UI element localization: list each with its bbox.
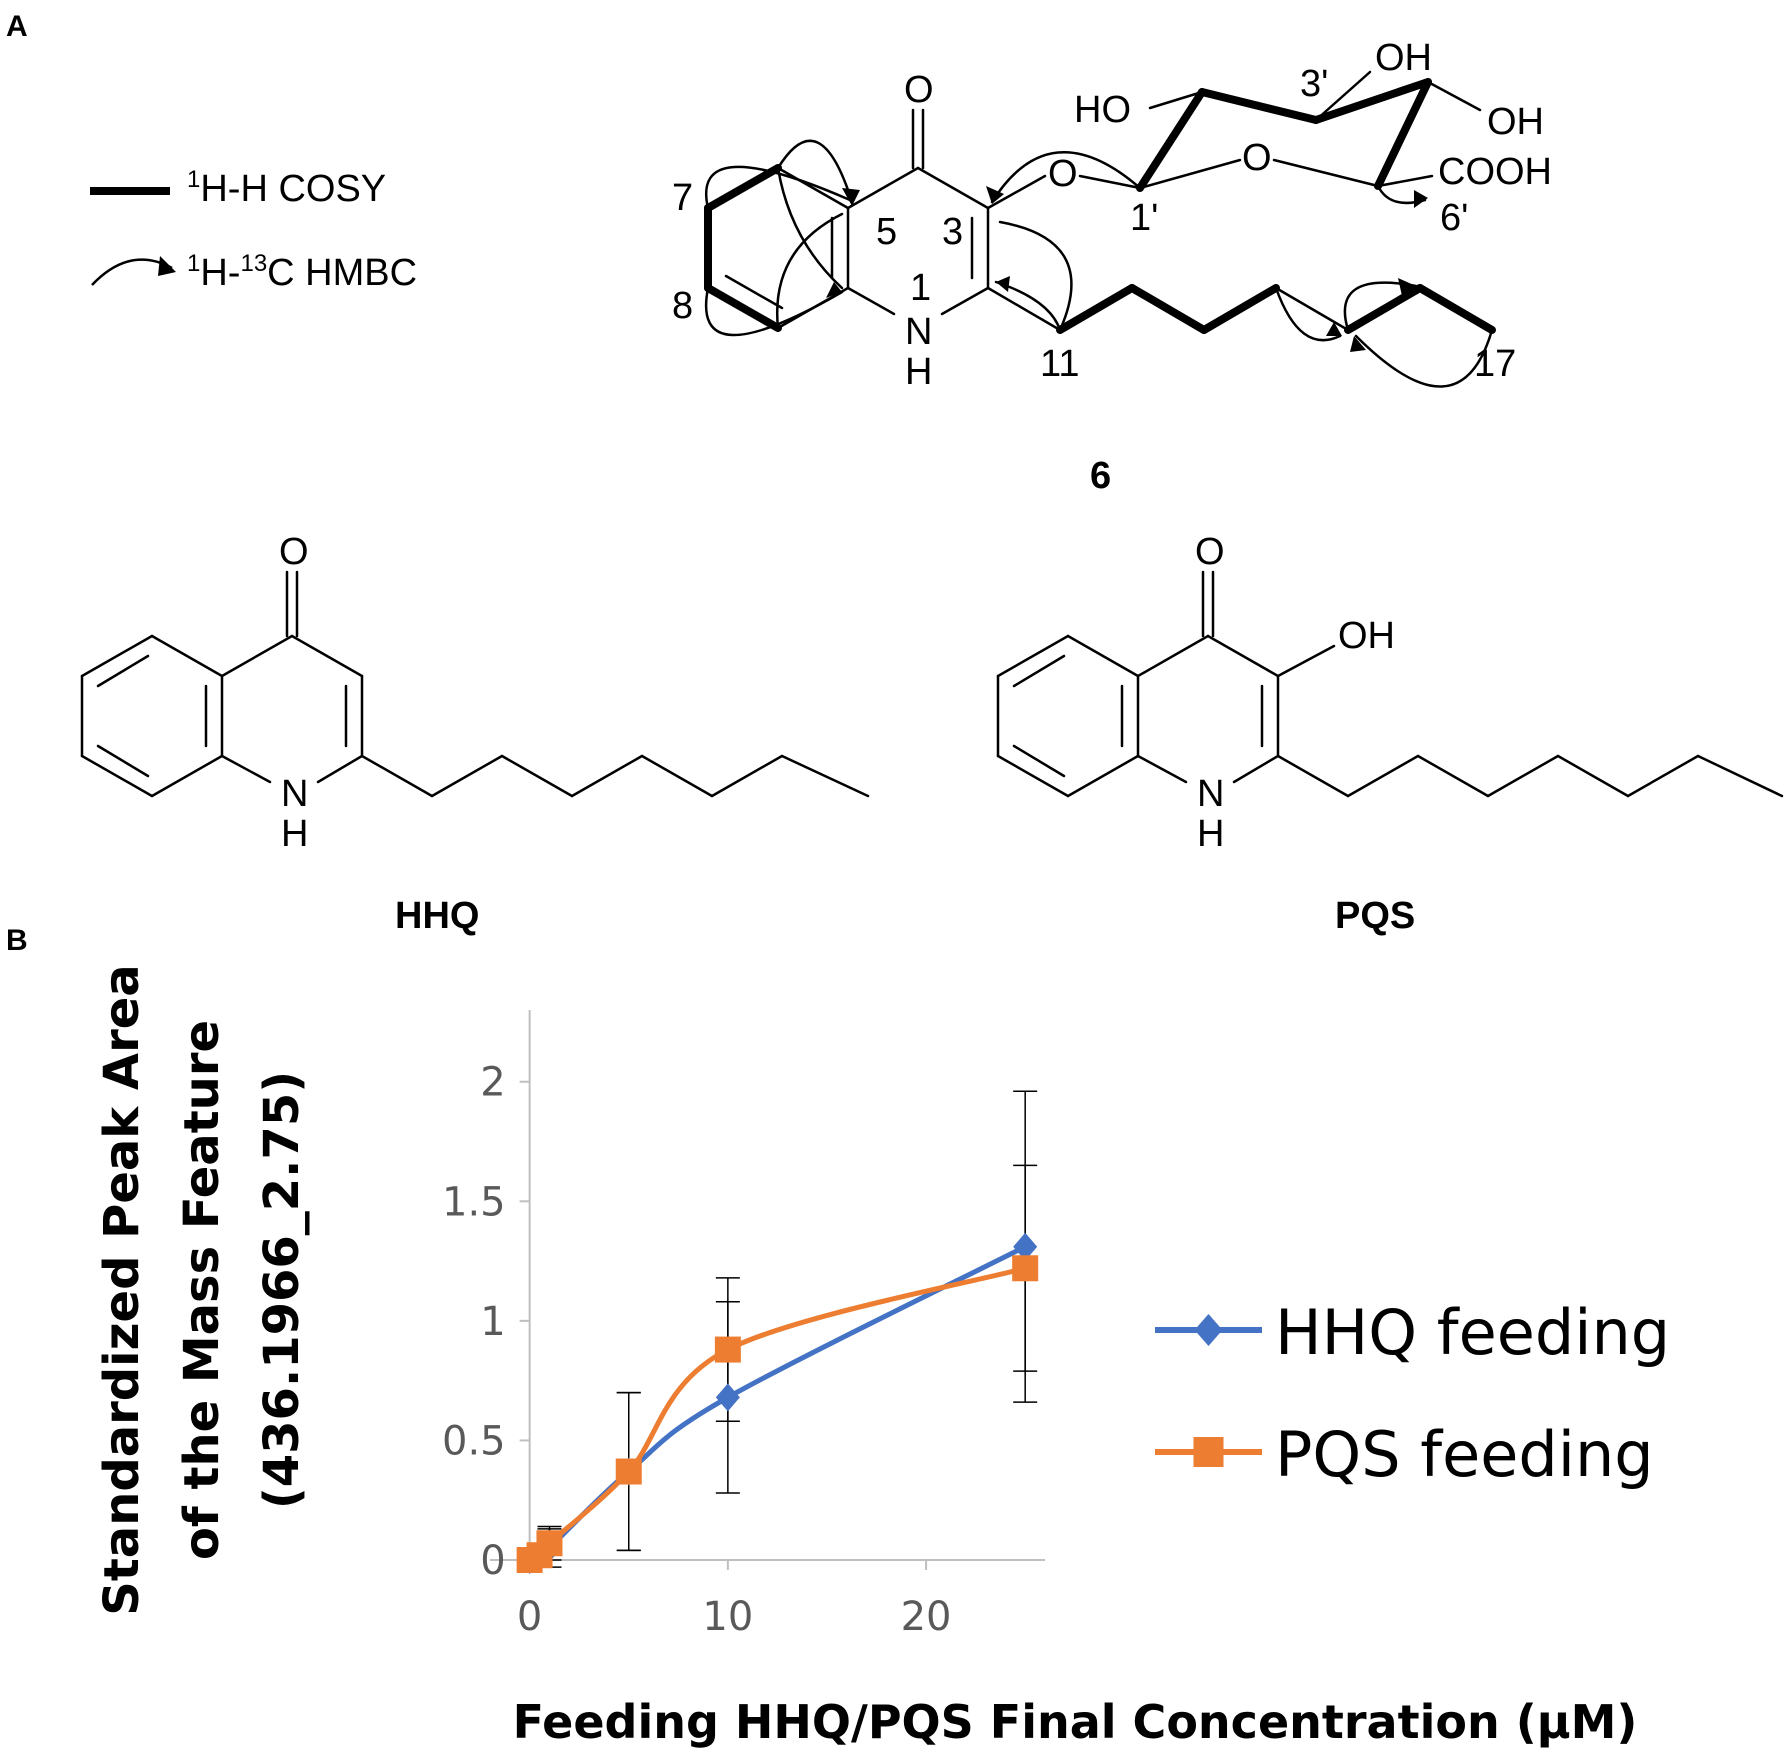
y-tick-label: 0	[480, 1538, 505, 1584]
pqs-n: N	[1197, 773, 1224, 815]
hmbc-legend-text-h: H-	[200, 252, 240, 294]
c6-num-17: 17	[1474, 343, 1516, 385]
chart-x-ticks: 0 10 20	[517, 1560, 952, 1640]
legend-marker	[1193, 1437, 1224, 1467]
data-point	[714, 1336, 741, 1363]
c6-oh2: OH	[1487, 101, 1544, 143]
hmbc-sup-c: 13	[240, 250, 267, 277]
c6-num-5: 5	[876, 211, 897, 253]
hmbc-legend-arrowhead	[158, 256, 176, 276]
chart-y-ticks: 0 0.5 1 1.5 2	[442, 1060, 530, 1584]
pqs-o: O	[1195, 531, 1225, 573]
data-point	[615, 1458, 642, 1485]
c6-num-11: 11	[1040, 343, 1079, 385]
series-line	[529, 1244, 1027, 1563]
y-axis-label-line: (436.1966_2.75)	[254, 1071, 310, 1509]
hhq-n: N	[281, 773, 308, 815]
c6-ho: HO	[1074, 89, 1131, 131]
x-tick-label: 20	[901, 1594, 952, 1640]
c6-num-1: 1	[910, 267, 931, 309]
pqs-label: PQS	[1335, 895, 1415, 937]
y-tick-label: 2	[480, 1060, 505, 1106]
compound-6-label: 6	[1090, 455, 1111, 497]
c6-num-3: 3	[942, 211, 963, 253]
compound-6-arrowheads	[826, 186, 1428, 352]
c6-num-6p: 6'	[1440, 197, 1468, 239]
compound-6-labels: O N H O O HO OH OH COOH 7 8 5 3 1 11 17 …	[672, 37, 1552, 393]
c6-oxo: O	[904, 69, 934, 111]
chart-series	[516, 1090, 1039, 1574]
c6-nh: H	[905, 351, 932, 393]
cosy-legend-text: H-H COSY	[200, 168, 386, 210]
svg-text:1H-H COSY: 1H-H COSY	[187, 166, 386, 210]
hmbc-sup-h: 1	[187, 250, 200, 277]
pqs-structure	[996, 570, 1784, 798]
c6-num-3p: 3'	[1300, 63, 1328, 105]
nmr-legend: 1H-H COSY 1H-13C HMBC	[90, 166, 417, 294]
c6-n1: N	[905, 311, 932, 353]
hhq-structure	[80, 570, 870, 798]
c6-num-8: 8	[672, 285, 693, 327]
series-line	[528, 1265, 1026, 1563]
y-tick-label: 1	[480, 1299, 505, 1345]
pqs-oh: OH	[1338, 615, 1395, 657]
hhq-h: H	[281, 813, 308, 855]
legend-label: PQS feeding	[1275, 1418, 1654, 1491]
panel-label-a: A	[6, 10, 28, 43]
y-axis-label-line: of the Mass Feature	[174, 1020, 230, 1560]
data-point	[715, 1383, 740, 1412]
panel-label-b: B	[6, 924, 28, 957]
hhq-o: O	[279, 531, 309, 573]
c6-link-o: O	[1048, 153, 1078, 195]
chart-y-label: Standardized Peak Area of the Mass Featur…	[94, 964, 310, 1615]
pqs-labels: O OH N H	[1195, 531, 1395, 855]
chart-x-label: Feeding HHQ/PQS Final Concentration (μM)	[513, 1695, 1638, 1749]
cosy-sup: 1	[187, 166, 200, 193]
y-tick-label: 0.5	[442, 1418, 506, 1464]
data-point	[536, 1530, 563, 1557]
hhq-label: HHQ	[395, 895, 479, 937]
legend-marker	[1194, 1314, 1223, 1346]
data-point	[1012, 1255, 1039, 1282]
c6-oh1: OH	[1375, 37, 1432, 79]
c6-cooh: COOH	[1438, 151, 1552, 193]
legend-label: HHQ feeding	[1275, 1296, 1670, 1369]
compound-6-structure	[704, 70, 1496, 388]
data-point	[1013, 1232, 1038, 1261]
c6-ring-o: O	[1242, 137, 1272, 179]
hmbc-legend-text-c: C HMBC	[267, 252, 417, 294]
svg-text:1H-13C HMBC: 1H-13C HMBC	[187, 250, 417, 294]
pqs-h: H	[1197, 813, 1224, 855]
c6-num-1p: 1'	[1130, 197, 1158, 239]
y-axis-label-line: Standardized Peak Area	[94, 964, 150, 1615]
chart-axes	[490, 1010, 1045, 1561]
x-tick-label: 0	[517, 1594, 542, 1640]
x-tick-label: 10	[702, 1594, 753, 1640]
c6-num-7: 7	[672, 177, 693, 219]
y-tick-label: 1.5	[442, 1179, 506, 1225]
hhq-labels: O N H	[279, 531, 309, 855]
